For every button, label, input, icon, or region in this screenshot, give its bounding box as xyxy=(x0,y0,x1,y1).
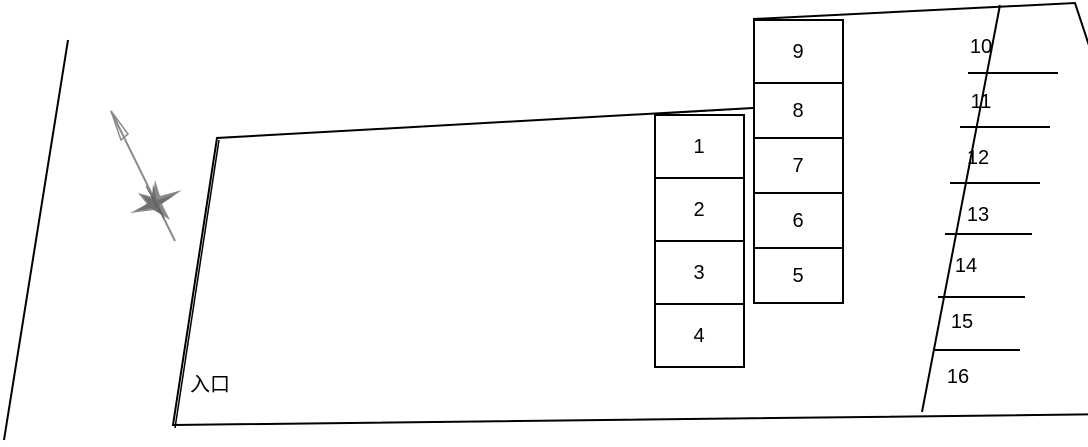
lot-boundary-inner-edge xyxy=(174,139,220,429)
stall-block-b: 9 8 7 6 5 xyxy=(753,19,844,304)
lot-boundary xyxy=(171,1,1088,427)
stall-block-a: 1 2 3 4 xyxy=(654,114,745,368)
stall-number: 16 xyxy=(947,366,969,388)
stall-number: 14 xyxy=(955,255,977,277)
stall-box xyxy=(753,247,844,304)
stall-box xyxy=(654,303,745,368)
north-compass-icon xyxy=(110,110,182,242)
stall-number: 6 xyxy=(792,210,803,232)
stall-number: 8 xyxy=(792,100,803,122)
stall-number: 10 xyxy=(970,36,992,58)
stall-number: 12 xyxy=(967,147,989,169)
stall-number: 9 xyxy=(792,41,803,63)
stall-number: 15 xyxy=(951,311,973,333)
stall-number: 4 xyxy=(693,325,704,347)
stall-number: 3 xyxy=(693,262,704,284)
stall-row-right: 10 11 12 13 14 15 16 xyxy=(921,4,1058,413)
stall-number: 5 xyxy=(792,265,803,287)
stall-number: 7 xyxy=(792,155,803,177)
stall-number: 13 xyxy=(967,204,989,226)
stall-number: 11 xyxy=(971,91,992,113)
stall-number: 2 xyxy=(693,199,704,221)
lot-boundary-top-connector xyxy=(654,107,754,115)
entrance-label: 入口 xyxy=(190,372,230,396)
road-edge-line xyxy=(3,39,69,441)
stall-number: 1 xyxy=(693,136,704,158)
